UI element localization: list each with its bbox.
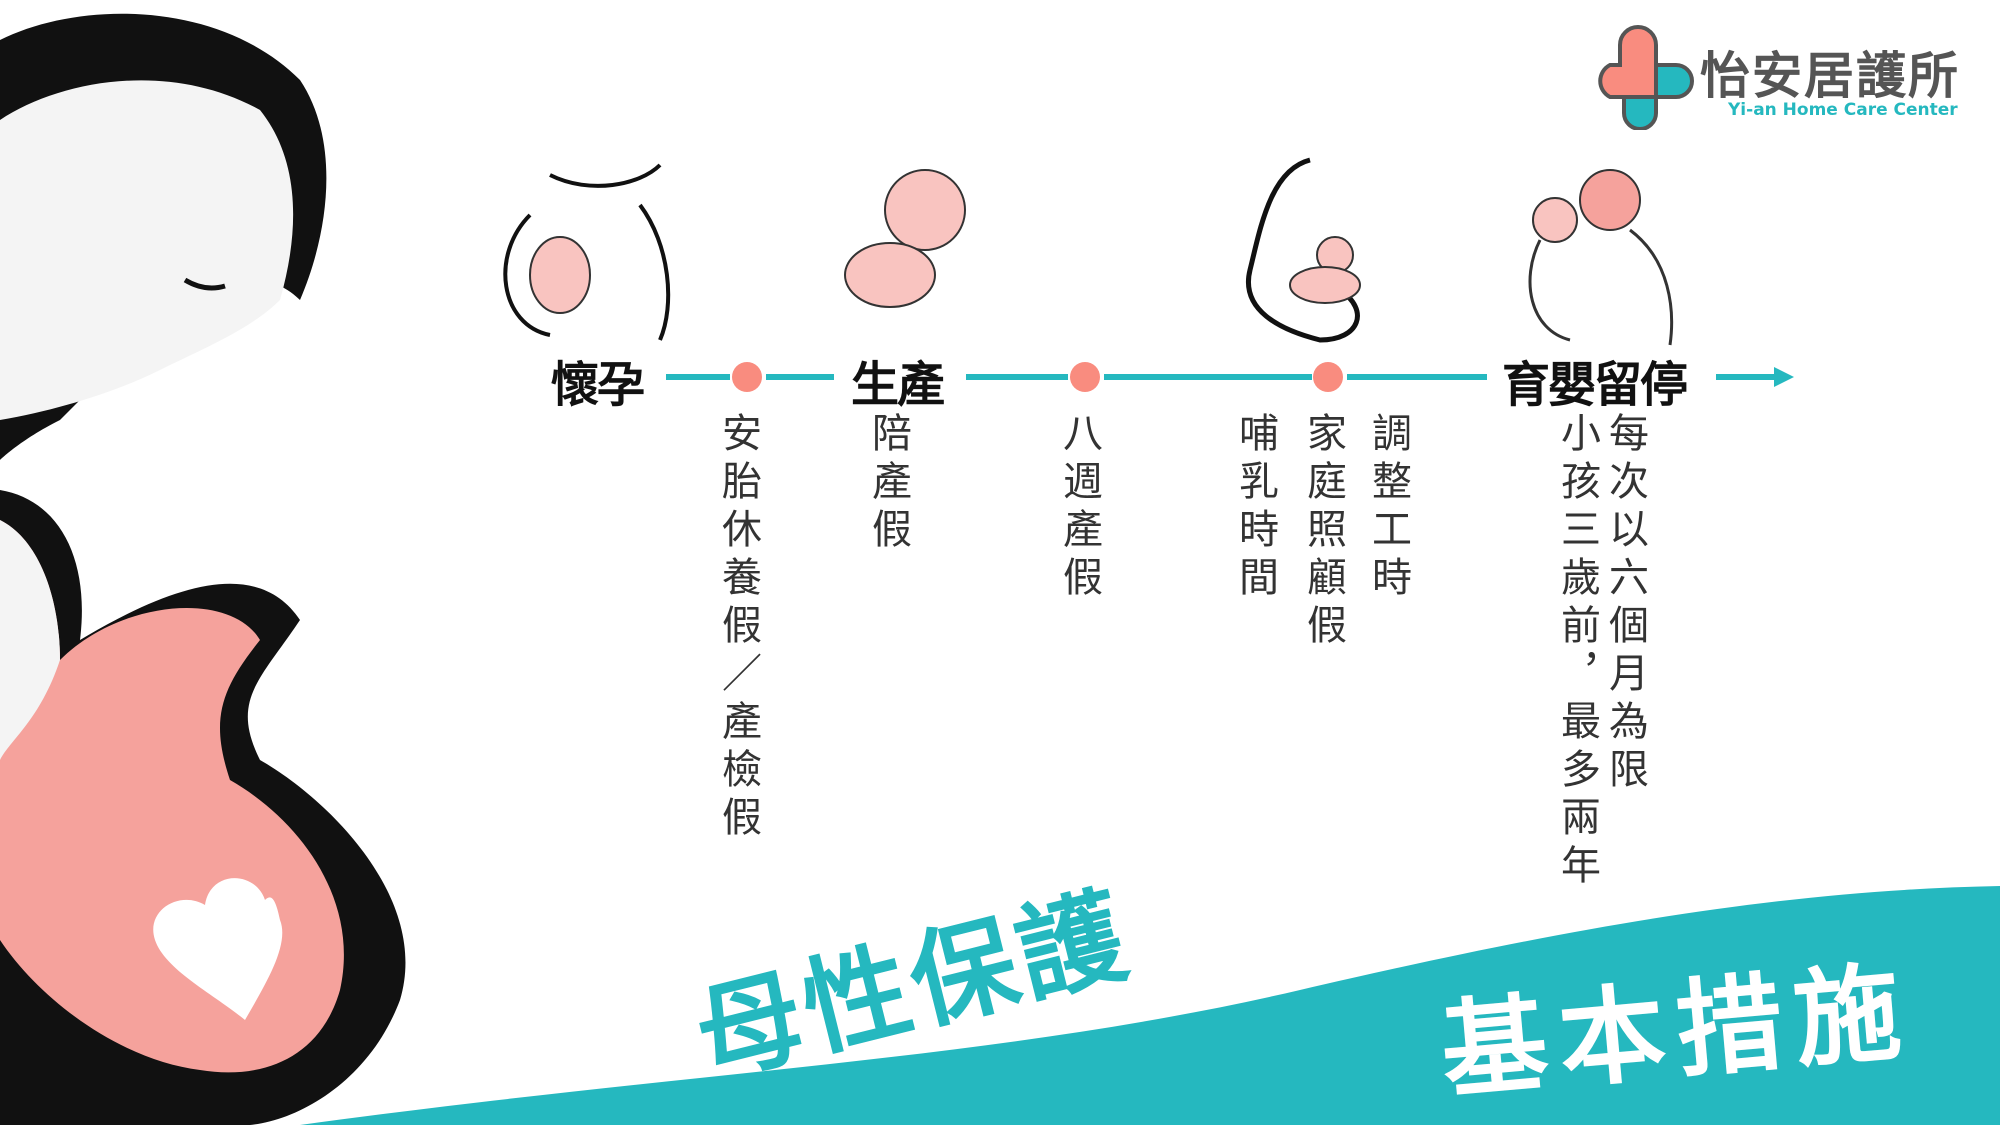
timeline-segment xyxy=(966,374,1068,380)
logo-name: 怡安居護所 xyxy=(1700,47,1960,105)
timeline-dot xyxy=(1070,362,1100,392)
cross-heart-logo-icon xyxy=(1598,25,1694,130)
logo-subtitle: Yi-an Home Care Center xyxy=(1728,100,1958,120)
measure-adjust-hours: 調整工時 xyxy=(1365,412,1411,604)
measure-prenatal-leave: 安胎休養假／產檢假 xyxy=(715,412,761,844)
arrow-right-icon xyxy=(1716,367,1794,387)
pregnant-belly-fetus-icon xyxy=(503,163,671,341)
measure-nursing-time: 哺乳時間 xyxy=(1232,412,1278,604)
measure-paternity-leave: 陪產假 xyxy=(865,412,911,556)
stage-parental-leave: 育嬰留停 xyxy=(1502,357,1688,413)
timeline-segment xyxy=(1104,374,1312,380)
measure-family-care-leave: 家庭照顧假 xyxy=(1300,412,1346,652)
parent-holding-baby-icon xyxy=(1528,169,1674,346)
timeline-segment xyxy=(1347,374,1487,380)
stage-pregnancy: 懷孕 xyxy=(551,357,645,413)
timeline-dot xyxy=(1313,362,1343,392)
stage-childbirth: 生產 xyxy=(851,357,945,413)
mother-breastfeeding-icon xyxy=(1246,157,1361,343)
measure-parental-leave-period: 每次以六個月為限 xyxy=(1602,412,1648,796)
measure-maternity-leave: 八週產假 xyxy=(1056,412,1102,604)
timeline-segment xyxy=(766,374,834,380)
timeline-dot xyxy=(732,362,762,392)
measure-parental-leave-limit: 小孩三歲前，最多兩年 xyxy=(1554,412,1600,892)
newborn-baby-icon xyxy=(844,169,966,308)
timeline-segment xyxy=(666,374,730,380)
pregnant-woman-illustration xyxy=(0,13,406,1125)
